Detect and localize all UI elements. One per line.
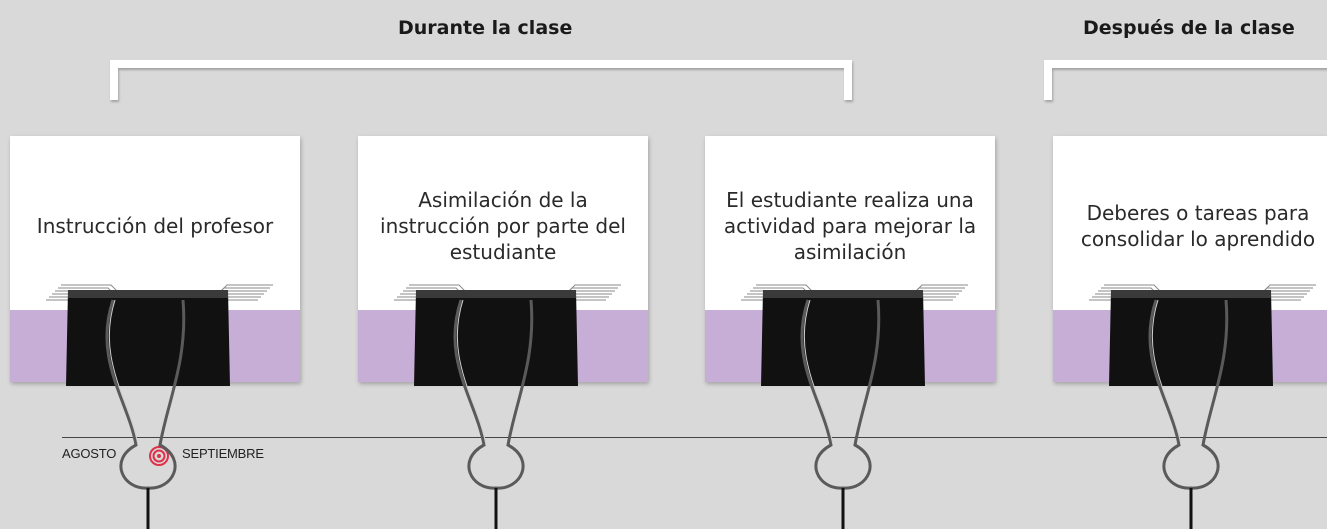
bracket-during-class — [110, 60, 852, 100]
timeline-axis — [62, 437, 1327, 438]
card-band — [10, 310, 300, 382]
month-label-september: SEPTIEMBRE — [182, 446, 264, 461]
card-label: El estudiante realiza una actividad para… — [723, 188, 977, 264]
card-student-assimilation: Asimilación de la instrucción por parte … — [358, 136, 648, 382]
target-marker-icon — [149, 446, 169, 466]
card-student-activity: El estudiante realiza una actividad para… — [705, 136, 995, 382]
card-label: Deberes o tareas para consolidar lo apre… — [1080, 201, 1316, 251]
card-label: Asimilación de la instrucción por parte … — [380, 188, 626, 264]
month-label-august: AGOSTO — [62, 446, 117, 461]
group-title-after-class: Después de la clase — [1083, 17, 1295, 39]
card-label: Instrucción del profesor — [36, 214, 274, 238]
bracket-after-class — [1044, 60, 1327, 100]
card-band — [358, 310, 648, 382]
card-band — [705, 310, 995, 382]
group-title-during-class: Durante la clase — [398, 17, 573, 39]
card-teacher-instruction: Instrucción del profesor — [10, 136, 300, 382]
card-homework: Deberes o tareas para consolidar lo apre… — [1053, 136, 1327, 382]
card-band — [1053, 310, 1327, 382]
